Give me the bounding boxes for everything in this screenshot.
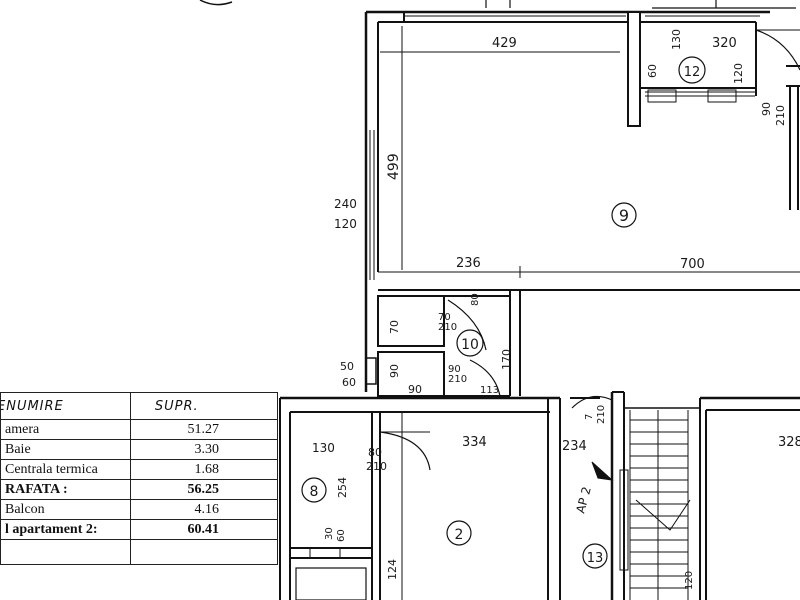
header-name: ENUMIRE (0, 392, 131, 420)
dim-334: 334 (462, 435, 487, 450)
row-name: RAFATA : (0, 479, 131, 500)
dim-254: 254 (336, 477, 349, 498)
dim-80-bottom: 80 (368, 446, 382, 459)
dim-240: 240 (334, 197, 357, 211)
row-name: Centrala termica (0, 459, 131, 480)
dim-90-room: 90 (388, 364, 401, 378)
table-row: Balcon 4.16 (0, 499, 279, 520)
dim-70: 70 (388, 320, 401, 334)
dim-30: 30 (324, 527, 335, 540)
dim-70-door: 70 (438, 312, 451, 323)
apartment-2-label: AP 2 (573, 485, 593, 515)
table-row-empty (0, 539, 279, 565)
dim-210-bottom: 210 (366, 460, 387, 473)
dim-50: 50 (340, 360, 354, 373)
row-name: Balcon (0, 499, 131, 520)
dim-700: 700 (680, 257, 705, 272)
dim-328: 328 (778, 435, 800, 450)
dim-124: 124 (386, 559, 399, 580)
dim-210-door: 210 (438, 322, 457, 333)
table-row: Baie 3.30 (0, 439, 279, 460)
dim-70-door2: 90 (448, 364, 461, 375)
dim-90-stair: 7 (584, 414, 595, 420)
row-value: 51.27 (129, 419, 279, 440)
table-row-subtotal: RAFATA : 56.25 (0, 479, 279, 500)
row-value: 3.30 (129, 439, 279, 460)
dim-120: 120 (732, 63, 745, 84)
room-label-9: 9 (619, 206, 629, 225)
header-area: SUPR. (129, 392, 279, 420)
dim-60: 60 (646, 64, 659, 78)
room-label-2: 2 (455, 527, 464, 543)
table-row: Centrala termica 1.68 (0, 459, 279, 480)
area-table: ENUMIRE SUPR. amera 51.27 Baie 3.30 Cent… (0, 392, 279, 582)
dim-170: 170 (500, 349, 513, 370)
table-header-row: ENUMIRE SUPR. (0, 392, 279, 420)
row-value: 56.25 (129, 479, 279, 500)
row-value: 4.16 (129, 499, 279, 520)
dim-210-top: 210 (774, 105, 787, 126)
row-name: amera (0, 419, 131, 440)
room-label-10: 10 (461, 337, 479, 353)
dim-120-stair: 120 (684, 571, 695, 590)
room-label-12: 12 (684, 65, 701, 80)
row-value: 60.41 (129, 519, 279, 540)
dim-90-bottom: 90 (408, 383, 422, 396)
table-row: amera 51.27 (0, 419, 279, 440)
area-summary-table: ENUMIRE SUPR. amera 51.27 Baie 3.30 Cent… (0, 392, 279, 565)
row-value: 1.68 (129, 459, 279, 480)
dim-429: 429 (492, 36, 517, 51)
dim-90: 90 (760, 102, 773, 116)
room-label-13: 13 (587, 551, 604, 566)
row-name: Baie (0, 439, 131, 460)
dim-120-left: 120 (334, 217, 357, 231)
table-row-total: l apartament 2: 60.41 (0, 519, 279, 540)
dim-130-top: 130 (670, 29, 683, 50)
dim-60-bottom: 60 (336, 529, 347, 542)
dim-60-left: 60 (342, 376, 356, 389)
dim-234: 234 (562, 439, 587, 454)
room-label-8: 8 (310, 484, 319, 500)
dim-320: 320 (712, 36, 737, 51)
dim-499: 499 (386, 153, 402, 180)
row-name: l apartament 2: (0, 519, 131, 540)
dim-210-stair: 210 (596, 405, 607, 424)
dim-236: 236 (456, 256, 481, 271)
dim-130-bottom: 130 (312, 441, 335, 455)
dim-210-door2: 210 (448, 374, 467, 385)
dim-113: 113 (480, 385, 499, 396)
dim-80: 80 (470, 293, 481, 306)
